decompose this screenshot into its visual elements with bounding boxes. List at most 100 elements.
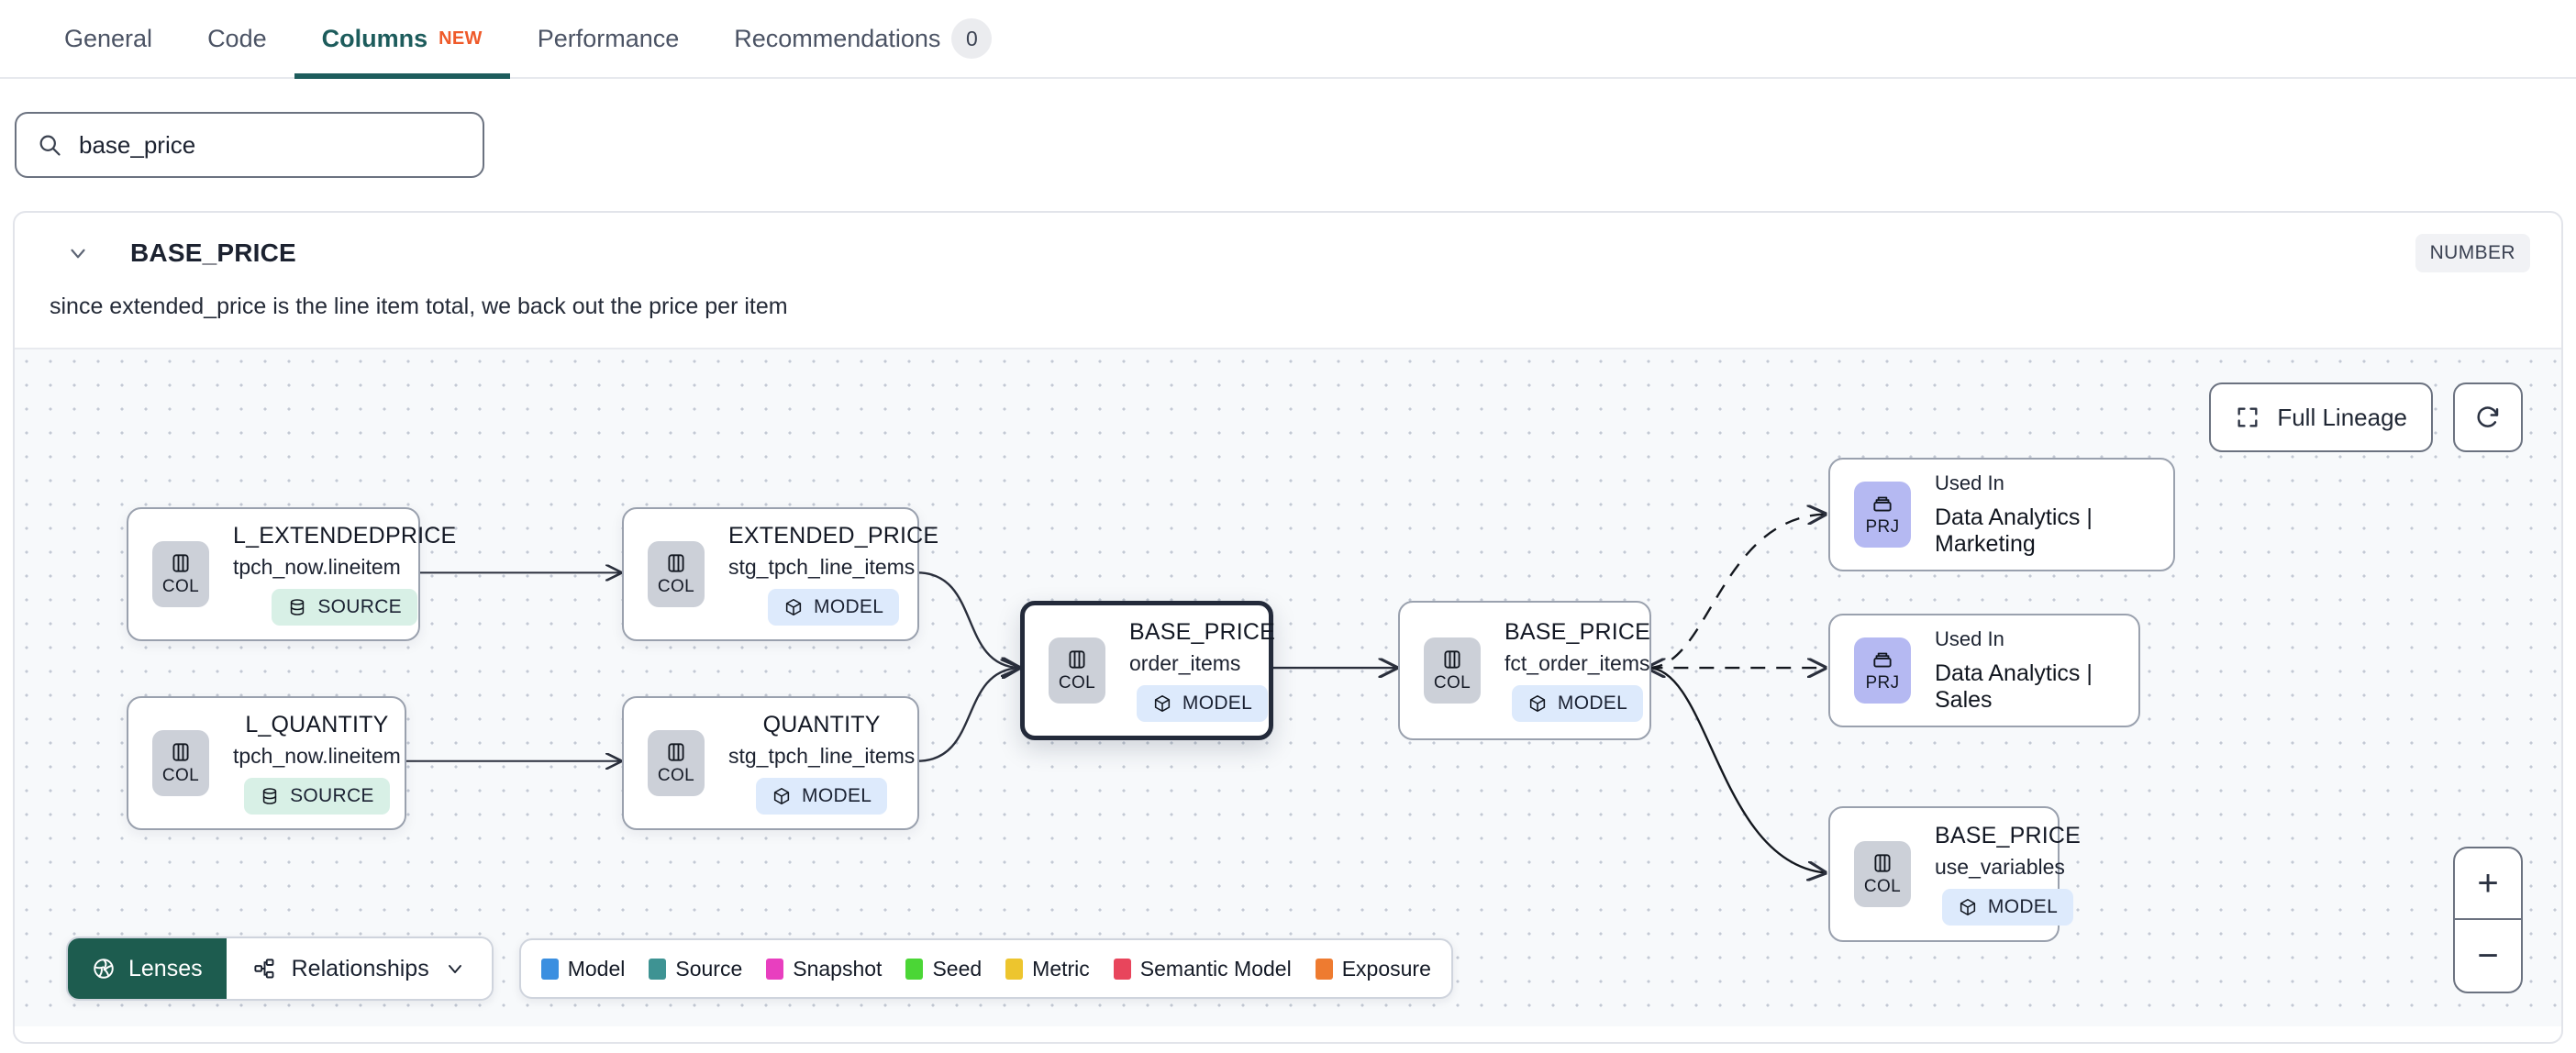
node-info: QUANTITY stg_tpch_line_items MODEL (728, 712, 915, 815)
col-type-badge: COL (152, 730, 209, 796)
column-icon (1871, 851, 1894, 875)
legend-label: Source (675, 956, 743, 981)
node-title: QUANTITY (762, 712, 881, 737)
lenses-label: Lenses (128, 955, 203, 981)
chevron-down-icon[interactable] (66, 241, 90, 265)
column-panel: BASE_PRICE NUMBER since extended_price i… (13, 211, 2563, 1044)
zoom-in-button[interactable]: + (2455, 848, 2521, 920)
column-icon (169, 551, 193, 575)
project-icon (1871, 492, 1894, 515)
col-type-badge: COL (152, 541, 209, 607)
node-tag-label: SOURCE (290, 785, 374, 806)
node-tag-label: SOURCE (317, 596, 402, 617)
search-area: base_price (0, 79, 2576, 178)
lineage-node-l-quantity[interactable]: COL L_QUANTITY tpch_now.lineitem SOURCE (127, 696, 406, 830)
node-type-tag: SOURCE (272, 589, 417, 626)
tab-code[interactable]: Code (180, 0, 294, 77)
node-subtitle: stg_tpch_line_items (728, 555, 916, 579)
search-input-value: base_price (79, 130, 196, 159)
used-in-label: Used In (1935, 471, 2004, 494)
legend-swatch (1113, 958, 1131, 980)
refresh-icon (2474, 404, 2502, 431)
node-tag-label: MODEL (1182, 693, 1253, 714)
legend-swatch (540, 958, 559, 980)
column-header[interactable]: BASE_PRICE NUMBER (15, 213, 2561, 294)
tab-general[interactable]: General (37, 0, 180, 77)
cube-icon (1527, 693, 1548, 714)
column-icon (664, 740, 688, 764)
cube-icon (1958, 897, 1978, 917)
node-subtitle: tpch_now.lineitem (233, 555, 401, 579)
node-subtitle: order_items (1129, 651, 1241, 675)
refresh-button[interactable] (2453, 382, 2523, 452)
legend-label: Seed (932, 956, 983, 981)
col-badge-label: COL (161, 766, 200, 785)
search-input[interactable]: base_price (15, 112, 484, 178)
tab-recommendations-label: Recommendations (734, 24, 941, 52)
node-subtitle: stg_tpch_line_items (728, 744, 916, 768)
node-info: BASE_PRICE order_items MODEL (1129, 619, 1275, 722)
relationships-icon (252, 957, 277, 981)
node-title: L_QUANTITY (245, 712, 389, 737)
lineage-node-base-price-use-variables[interactable]: COL BASE_PRICE use_variables MODEL (1828, 806, 2081, 942)
used-in-info: Used In Data Analytics | Sales (1935, 627, 2115, 714)
col-type-badge: COL (1854, 841, 1911, 907)
tab-general-label: General (64, 24, 153, 52)
database-icon (287, 597, 307, 617)
col-badge-label: COL (1058, 673, 1096, 693)
prj-badge-label: PRJ (1865, 673, 1900, 693)
node-info: BASE_PRICE fct_order_items MODEL (1505, 619, 1650, 722)
lineage-node-base-price-fct-order-items[interactable]: COL BASE_PRICE fct_order_items MODEL (1398, 601, 1651, 740)
lineage-node-l-extendedprice[interactable]: COL L_EXTENDEDPRICE tpch_now.lineitem SO… (127, 507, 456, 641)
used-in-info: Used In Data Analytics | Marketing (1935, 471, 2149, 558)
prj-badge-label: PRJ (1865, 517, 1900, 537)
col-type-badge: COL (648, 730, 705, 796)
legend-item-model: Model (540, 957, 625, 981)
legend-swatch (1315, 958, 1333, 980)
relationships-dropdown[interactable]: Relationships (226, 938, 492, 999)
cube-icon (783, 597, 804, 617)
col-badge-label: COL (161, 577, 200, 596)
legend-label: Metric (1032, 956, 1090, 981)
lineage-node-used-in-marketing[interactable]: PRJ Used In Data Analytics | Marketing (1828, 458, 2175, 571)
col-type-badge: COL (1049, 637, 1105, 704)
database-icon (260, 786, 280, 806)
node-title: BASE_PRICE (1935, 823, 2082, 848)
page-title: BASE_PRICE (130, 238, 296, 267)
node-title: L_EXTENDEDPRICE (233, 523, 457, 549)
tab-recommendations[interactable]: Recommendations 0 (706, 0, 1019, 77)
node-info: L_EXTENDEDPRICE tpch_now.lineitem SOURCE (233, 523, 456, 626)
tab-bar: General Code Columns NEW Performance Rec… (0, 0, 2576, 79)
full-lineage-button[interactable]: Full Lineage (2209, 382, 2433, 452)
maximize-icon (2235, 405, 2260, 430)
tab-code-label: Code (207, 24, 267, 52)
node-tag-label: MODEL (1557, 693, 1628, 714)
node-type-tag: MODEL (1941, 889, 2074, 926)
lenses-button[interactable]: Lenses (68, 938, 227, 999)
lineage-node-used-in-sales[interactable]: PRJ Used In Data Analytics | Sales (1828, 614, 2140, 727)
new-badge: NEW (439, 28, 483, 49)
col-badge-label: COL (1433, 673, 1471, 693)
lineage-node-extended-price[interactable]: COL EXTENDED_PRICE stg_tpch_line_items M… (622, 507, 938, 641)
legend-item-snapshot: Snapshot (766, 957, 882, 981)
node-title: BASE_PRICE (1505, 619, 1651, 645)
zoom-out-button[interactable]: − (2477, 935, 2499, 976)
tab-columns-label: Columns (321, 24, 428, 52)
legend-label: Semantic Model (1139, 956, 1292, 981)
lineage-canvas[interactable]: COL L_EXTENDEDPRICE tpch_now.lineitem SO… (15, 348, 2561, 1026)
tab-columns[interactable]: Columns NEW (294, 0, 510, 79)
col-type-badge: COL (1424, 637, 1481, 704)
project-icon (1871, 648, 1894, 671)
col-type-badge: COL (648, 541, 705, 607)
lineage-node-quantity[interactable]: COL QUANTITY stg_tpch_line_items MODEL (622, 696, 919, 830)
tab-performance-label: Performance (537, 24, 680, 52)
node-tag-label: MODEL (814, 596, 884, 617)
recommendations-count-badge: 0 (951, 18, 993, 59)
lineage-node-base-price-order-items[interactable]: COL BASE_PRICE order_items MODEL (1020, 601, 1275, 740)
column-icon (664, 551, 688, 575)
legend-item-metric: Metric (1005, 957, 1090, 981)
col-badge-label: COL (657, 766, 695, 785)
column-icon (1440, 648, 1464, 671)
tab-performance[interactable]: Performance (510, 0, 707, 77)
legend-item-source: Source (649, 957, 742, 981)
